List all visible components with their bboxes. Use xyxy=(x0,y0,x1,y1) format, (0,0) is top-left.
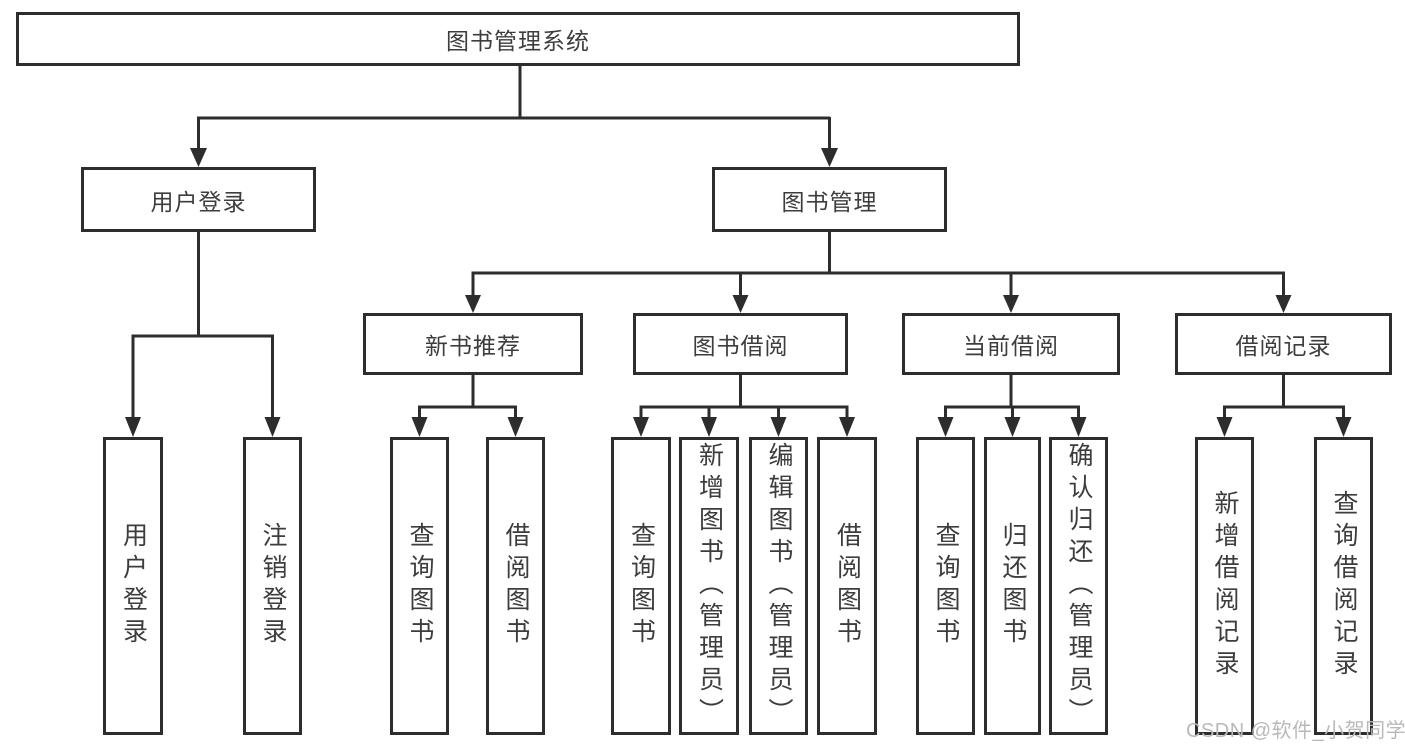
node-leaf-user-login: 用户登录 xyxy=(103,437,163,735)
csdn-watermark: CSDN @软件_小贺同学 xyxy=(1186,720,1405,742)
node-leaf-edit-books-admin: 编辑图书（管理员） xyxy=(749,437,808,735)
node-leaf-query-borrow-record: 查询借阅记录 xyxy=(1314,437,1373,735)
node-user-login: 用户登录 xyxy=(81,167,316,232)
node-leaf-return-books: 归还图书 xyxy=(984,437,1041,735)
node-book-borrow: 图书借阅 xyxy=(633,313,848,375)
node-book-management: 图书管理 xyxy=(712,167,947,232)
node-leaf-logout: 注销登录 xyxy=(243,437,302,735)
node-leaf-query-books-recommend: 查询图书 xyxy=(390,437,449,735)
node-leaf-borrow-books: 借阅图书 xyxy=(817,437,877,735)
node-leaf-query-books-current: 查询图书 xyxy=(916,437,975,735)
node-leaf-add-borrow-record: 新增借阅记录 xyxy=(1195,437,1254,735)
node-library-management-system: 图书管理系统 xyxy=(16,12,1020,66)
node-new-book-recommend: 新书推荐 xyxy=(363,313,583,375)
node-leaf-confirm-return-admin: 确认归还（管理员） xyxy=(1049,437,1108,735)
node-leaf-borrow-books-recommend: 借阅图书 xyxy=(486,437,545,735)
node-leaf-query-books-borrow: 查询图书 xyxy=(611,437,671,735)
node-leaf-add-books-admin: 新增图书（管理员） xyxy=(679,437,739,735)
node-current-borrow: 当前借阅 xyxy=(902,313,1120,375)
node-borrow-record: 借阅记录 xyxy=(1175,313,1392,375)
